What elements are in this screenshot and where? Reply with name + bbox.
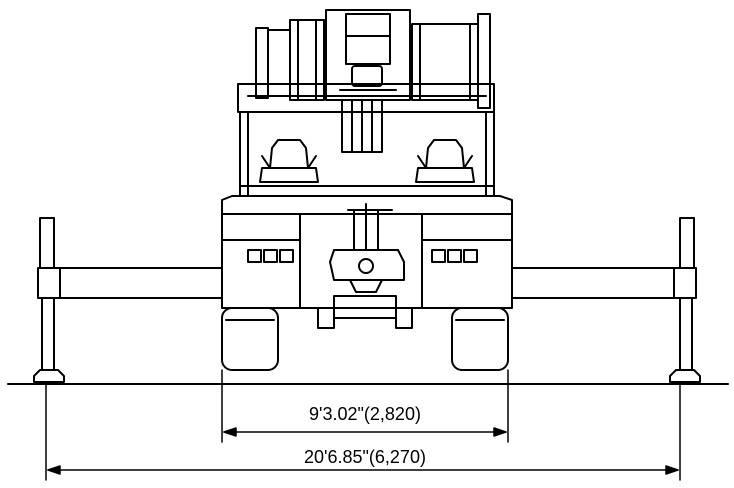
arrow-left-icon xyxy=(47,465,61,475)
cab-frame xyxy=(239,111,495,197)
upper-deck xyxy=(237,83,495,113)
right-jack-cylinder xyxy=(679,217,695,269)
carrier-body xyxy=(221,195,513,329)
wheels xyxy=(221,307,509,371)
left-drum-flange xyxy=(255,27,269,99)
bumper-tab-right xyxy=(395,307,413,329)
right-lamp-1 xyxy=(431,249,446,263)
left-seat-icon xyxy=(259,139,319,183)
right-jack-rod xyxy=(679,297,693,371)
left-jack-pad xyxy=(33,369,65,383)
operator-cab xyxy=(239,111,495,197)
dimension-lines xyxy=(45,369,681,481)
carrier-frame xyxy=(221,195,513,309)
right-drum-flange xyxy=(477,13,491,109)
track-width-label: 9'3.02"(2,820) xyxy=(309,404,421,424)
right-outrigger xyxy=(511,217,701,383)
left-wheel xyxy=(221,307,279,371)
arrow-right-icon xyxy=(493,427,507,437)
left-lamp-1 xyxy=(247,249,262,263)
right-lamp-3 xyxy=(463,249,478,263)
hook-pin-icon xyxy=(358,258,374,274)
left-jack-rod xyxy=(41,297,55,371)
right-wheel xyxy=(451,307,509,371)
right-lamp-2 xyxy=(447,249,462,263)
right-outrigger-beam xyxy=(511,267,697,299)
hook-assembly xyxy=(329,203,405,293)
arrow-right-icon xyxy=(665,465,679,475)
left-lamp-3 xyxy=(279,249,294,263)
arrow-left-icon xyxy=(223,427,237,437)
boom-nose xyxy=(345,13,391,65)
right-seat-icon xyxy=(415,139,475,183)
boom-window xyxy=(351,65,383,87)
outrigger-span-label: 20'6.85"(6,270) xyxy=(304,447,426,467)
bumper-tab-left xyxy=(317,307,335,329)
left-drum xyxy=(267,29,291,97)
left-jack-cylinder xyxy=(39,217,55,269)
left-outrigger xyxy=(33,217,223,383)
left-outrigger-beam xyxy=(37,267,223,299)
left-lamp-2 xyxy=(263,249,278,263)
right-jack-pad xyxy=(669,369,701,383)
winch-housing-left xyxy=(289,19,325,101)
superstructure xyxy=(237,9,495,153)
winch-housing-right xyxy=(411,23,479,101)
